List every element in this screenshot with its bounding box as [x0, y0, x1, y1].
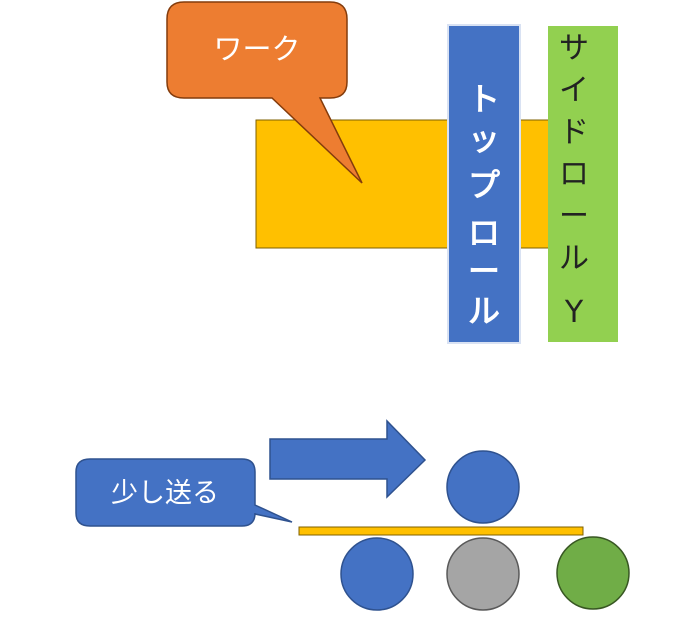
upper-roller — [446, 450, 520, 524]
side-roll-char-2: ド — [559, 115, 589, 150]
lower-roller-gray — [446, 537, 520, 611]
top-roll-bar — [447, 24, 521, 344]
feed-arrow — [269, 419, 427, 499]
top-roll-char-2: プ — [468, 166, 501, 204]
side-roll-char-0: サ — [559, 31, 589, 66]
send-callout-text: 少し送る — [111, 478, 219, 509]
work-callout-text: ワーク — [213, 32, 300, 66]
lower-roller-green — [556, 536, 630, 610]
work-callout — [166, 1, 363, 184]
top-roll-char-5: ル — [468, 292, 500, 330]
side-roll-char-6: Y — [564, 295, 584, 330]
side-roll-char-5: ル — [559, 241, 589, 276]
top-roll-char-4: ー — [468, 252, 500, 290]
top-roll-char-1: ッ — [468, 120, 500, 158]
send-callout — [75, 458, 293, 527]
top-roll-char-0: ト — [468, 80, 500, 118]
side-roll-char-3: ロ — [559, 157, 589, 192]
side-roll-y-label: サ イ ド ロ ー ル Y — [559, 31, 589, 330]
top-roll-label: ト ッ プ ロ ー ル — [468, 80, 501, 330]
side-roll-y-bar — [548, 26, 618, 342]
side-roll-char-1: イ — [559, 73, 589, 108]
work-strip — [298, 526, 584, 536]
work-block — [255, 119, 584, 249]
lower-roller-blue — [340, 537, 414, 611]
side-roll-char-4: ー — [559, 199, 589, 234]
top-roll-char-3: ロ — [468, 214, 500, 252]
